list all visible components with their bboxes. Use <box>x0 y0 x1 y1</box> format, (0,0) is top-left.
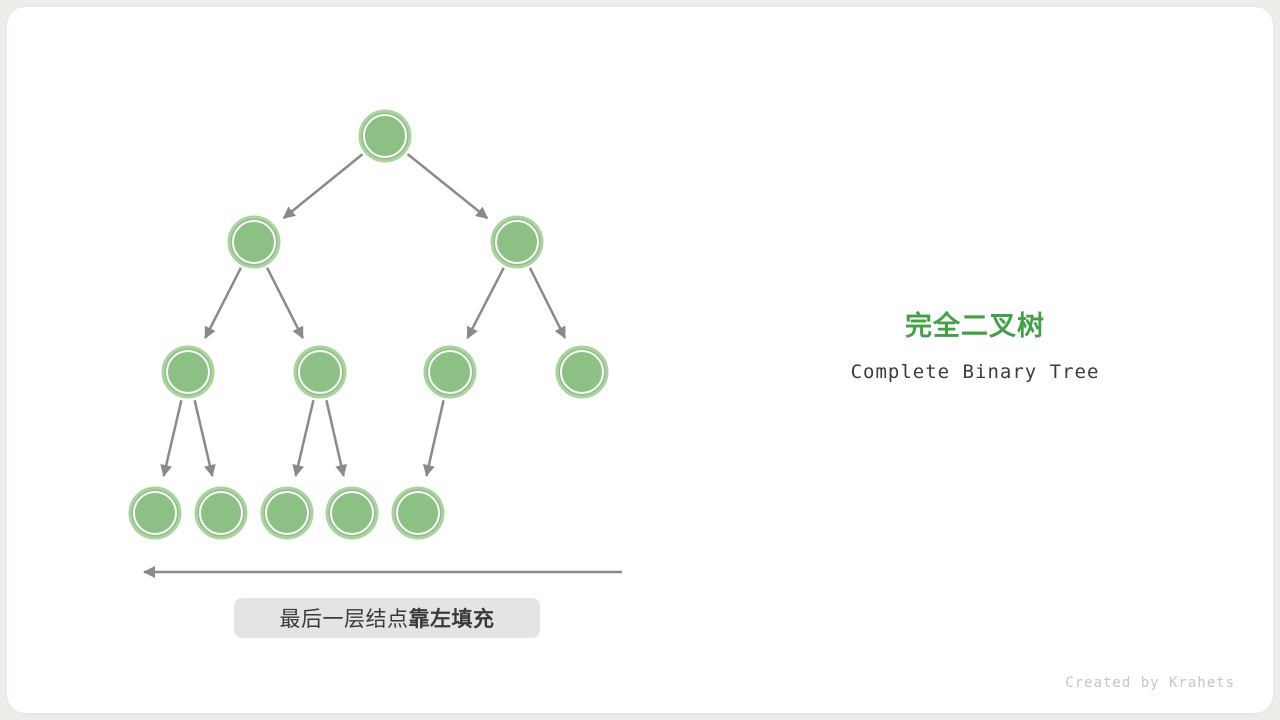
tree-edge <box>422 400 445 477</box>
tree-node <box>227 215 281 269</box>
tree-edge <box>204 267 242 340</box>
tree-edge <box>406 153 489 220</box>
tree-node <box>423 345 477 399</box>
tree-node <box>260 486 314 540</box>
tree-node <box>161 345 215 399</box>
tree-edge <box>292 399 315 477</box>
main-card: 最后一层结点靠左填充 完全二叉树 Complete Binary Tree Cr… <box>7 7 1273 713</box>
tree-node <box>391 486 445 540</box>
page-title: 完全二叉树 <box>905 311 1045 341</box>
tree-node <box>128 486 182 540</box>
tree-node <box>358 109 412 163</box>
tree-edge <box>266 267 304 340</box>
tree-node <box>293 345 347 399</box>
binary-tree-diagram <box>128 109 622 578</box>
tree-node <box>490 215 544 269</box>
annotation-text-bold: 靠左填充 <box>408 608 495 631</box>
title-block: 完全二叉树 Complete Binary Tree <box>765 304 1185 383</box>
tree-edge <box>325 400 348 477</box>
annotation-box: 最后一层结点靠左填充 <box>234 598 540 638</box>
tree-node <box>194 486 248 540</box>
page-subtitle: Complete Binary Tree <box>850 361 1100 383</box>
tree-edge <box>160 399 183 477</box>
tree-edge <box>193 399 216 477</box>
tree-edge <box>282 153 364 220</box>
tree-node <box>555 345 609 399</box>
tree-node <box>325 486 379 540</box>
tree-edge <box>466 267 505 340</box>
annotation-text-normal: 最后一层结点 <box>279 608 409 631</box>
watermark-credit: Created by Krahets <box>1065 675 1235 691</box>
tree-edge <box>528 267 567 339</box>
